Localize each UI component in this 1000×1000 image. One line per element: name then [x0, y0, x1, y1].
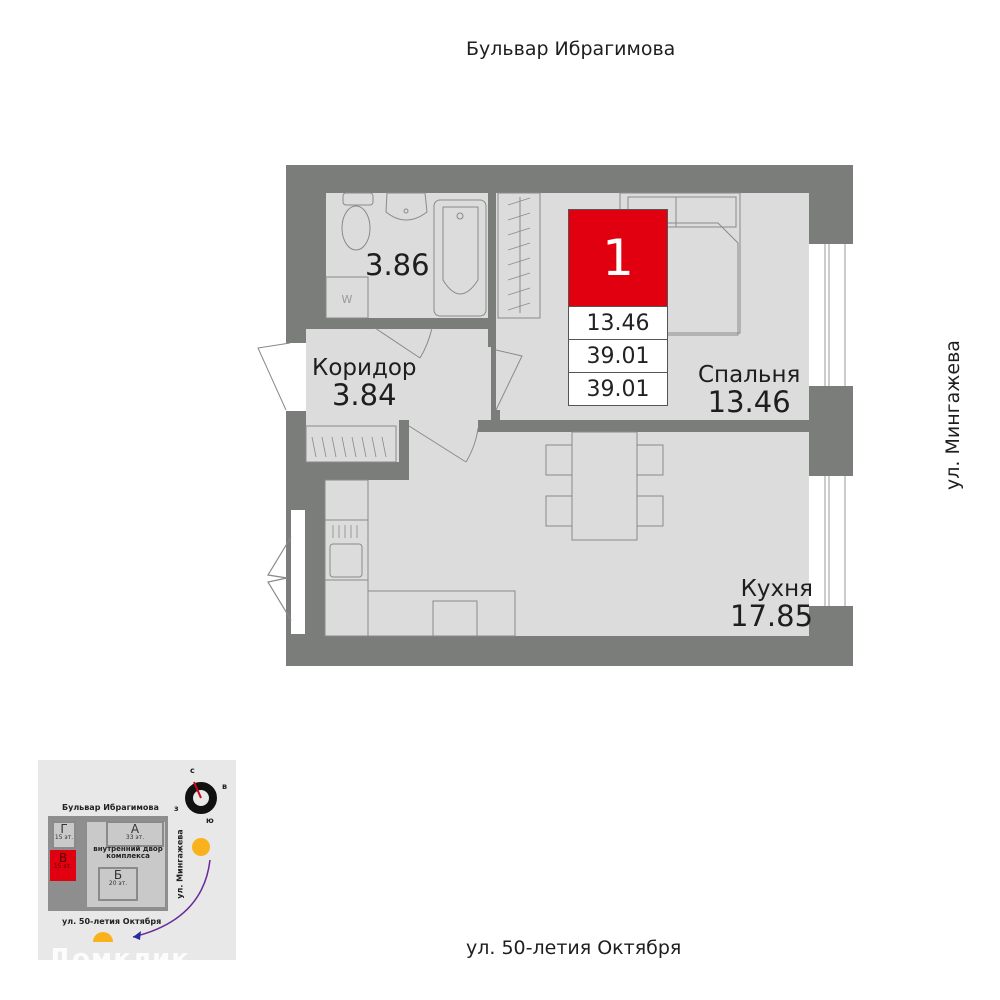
compass-w: з	[174, 804, 179, 813]
bedroom-name: Спальня	[698, 362, 801, 388]
fixtures	[305, 192, 741, 637]
total-area-2: 39.01	[568, 373, 668, 406]
compass-and-sun	[93, 781, 217, 942]
room-bathroom: 3.86	[365, 248, 430, 282]
compass-s: ю	[206, 816, 214, 825]
total-area: 39.01	[568, 340, 668, 373]
mini-courtyard: внутренний двор комплекса	[93, 845, 163, 860]
mini-street-bottom: ул. 50-летия Октября	[62, 917, 162, 926]
street-label-top: Бульвар Ибрагимова	[466, 38, 676, 60]
kitchen-name: Кухня	[740, 576, 814, 602]
mini-street-top: Бульвар Ибрагимова	[62, 803, 159, 812]
watermark: Домклик	[48, 944, 190, 974]
compass-e: в	[222, 782, 228, 791]
corridor-area: 3.84	[331, 378, 397, 413]
site-minimap: Бульвар Ибрагимова ул. 50-летия Октября …	[38, 760, 236, 960]
street-label-bottom: ул. 50-летия Октября	[466, 937, 682, 959]
sun-icon	[192, 838, 210, 856]
room-bedroom: Спальня 13.46	[698, 363, 800, 418]
sunset-icon	[93, 932, 113, 942]
apartment-badge: 1 13.46 39.01 39.01	[568, 209, 668, 406]
kitchen-area: 17.85	[730, 599, 814, 634]
living-area: 13.46	[568, 307, 668, 340]
rooms-count: 1	[568, 209, 668, 307]
bathroom-area: 3.86	[365, 248, 430, 282]
washer-label: W	[342, 293, 353, 306]
room-corridor: Коридор 3.84	[312, 356, 417, 411]
bedroom-area: 13.46	[707, 385, 791, 420]
corridor-name: Коридор	[312, 355, 417, 381]
compass-n: с	[190, 766, 195, 775]
room-kitchen: Кухня 17.85	[730, 577, 813, 632]
compass-icon	[185, 782, 217, 814]
